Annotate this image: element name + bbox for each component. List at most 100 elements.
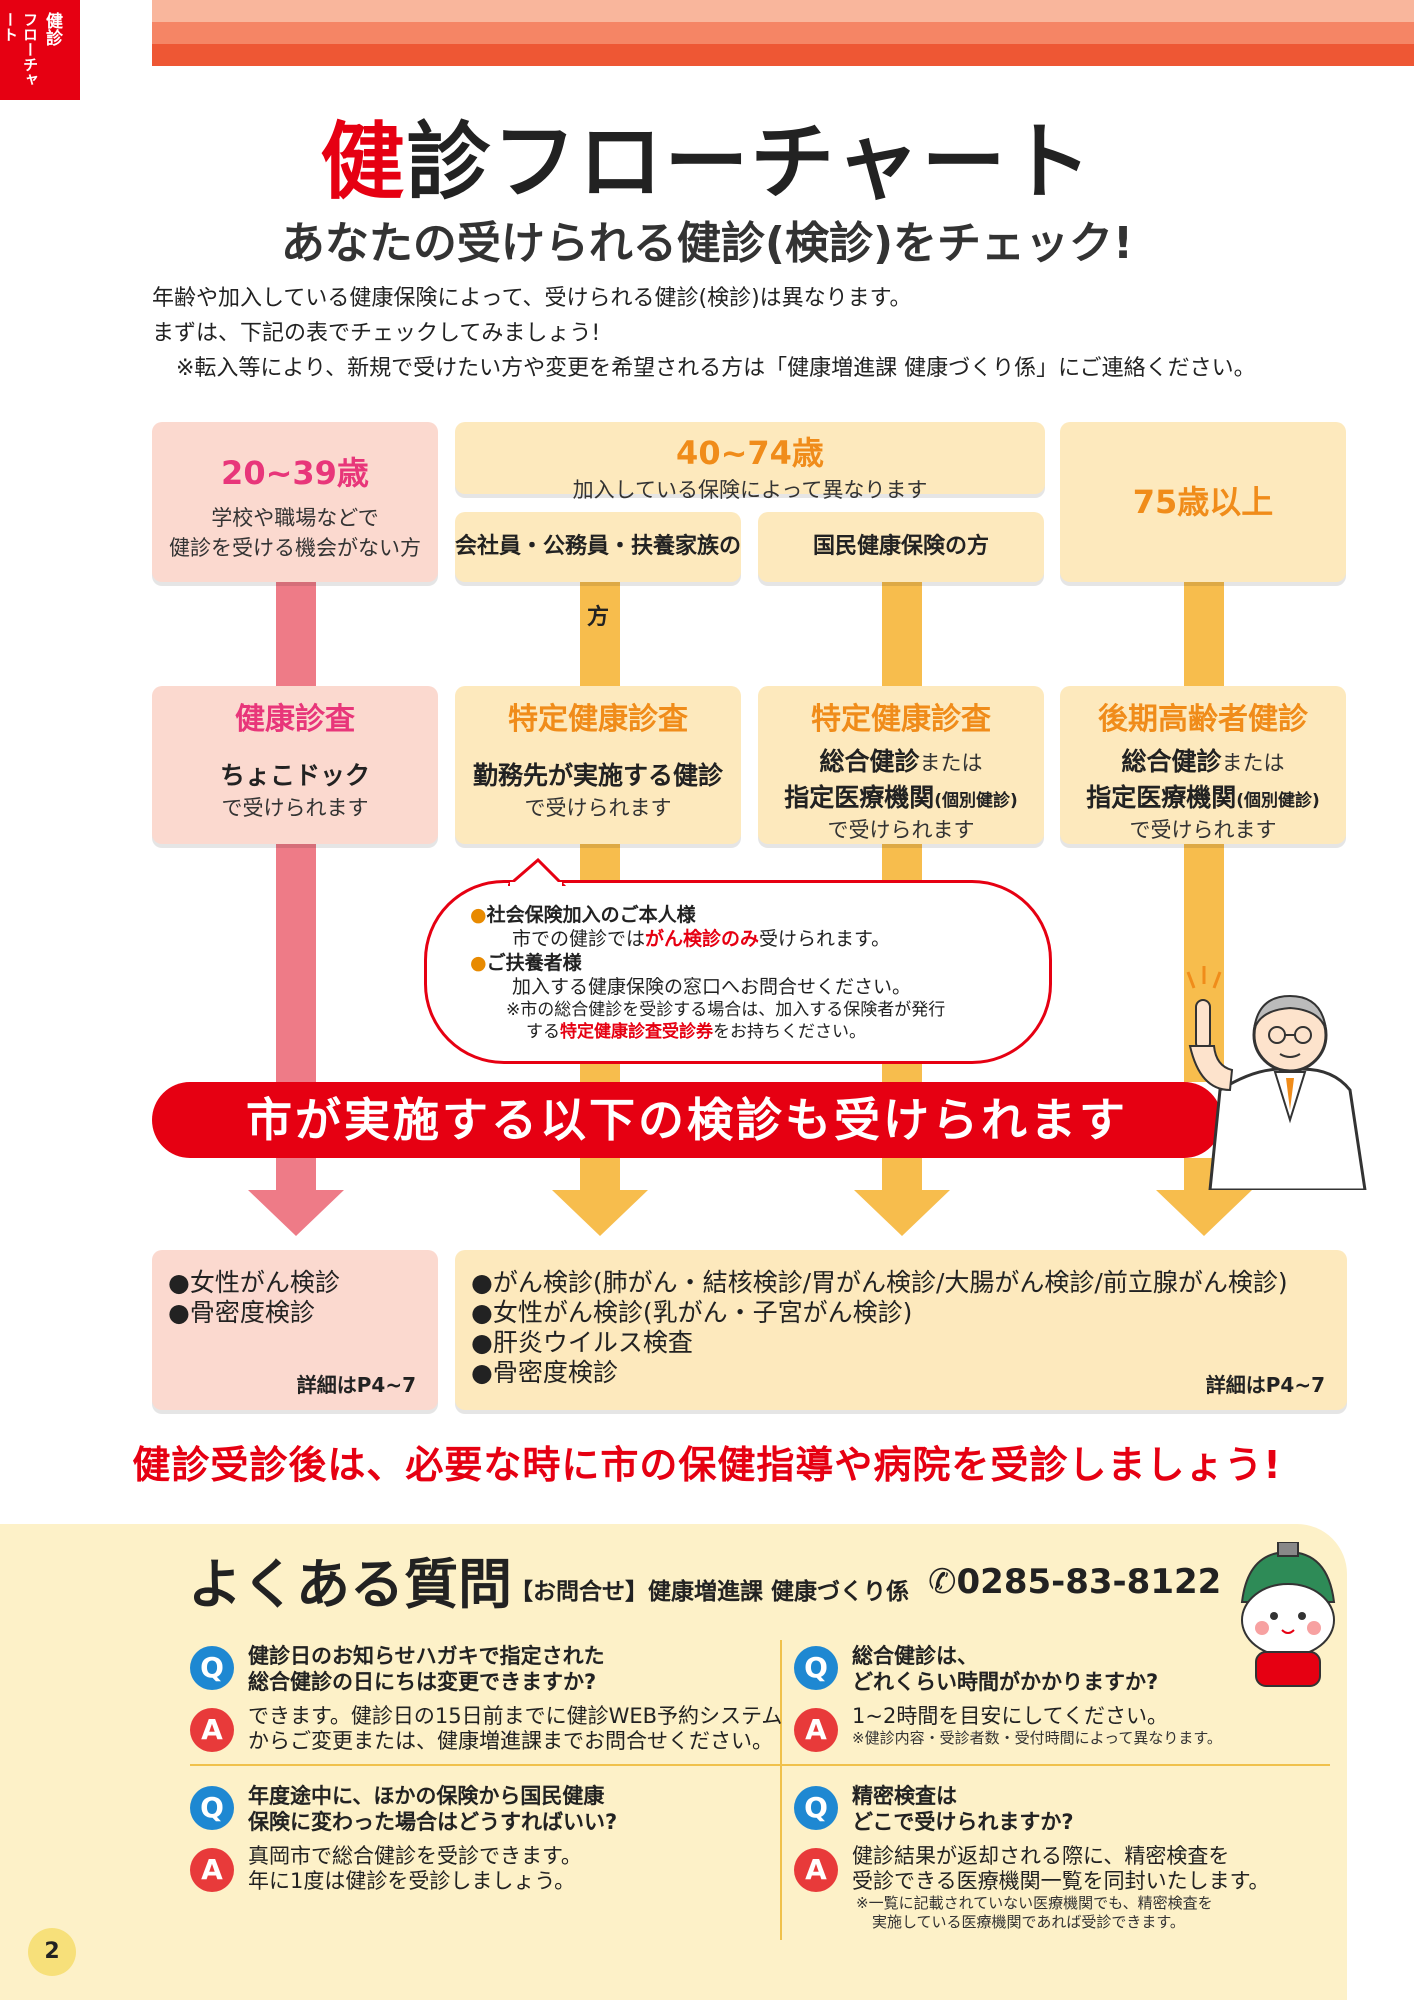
result-2-bold: 勤務先が実施する健診 (472, 761, 723, 790)
faq-divider-vertical (780, 1640, 782, 1940)
faq-3-q-line-1: 年度途中に、ほかの保険から国民健康 (248, 1784, 605, 1808)
faq-2-question: 総合健診は、 どれくらい時間がかかりますか? (852, 1643, 1158, 1695)
speech-bubble (424, 880, 1052, 1064)
intro-line-2: まずは、下記の表でチェックしてみましょう! (152, 321, 601, 346)
age-20-39-label: 20~39歳 (221, 454, 369, 492)
faq-3-q-line-2: 保険に変わった場合はどうすればいい? (248, 1810, 618, 1834)
faq-2-note: ※健診内容・受診者数・受付時間によって異なります。 (852, 1729, 1222, 1747)
faq-2-q-icon: Q (794, 1646, 838, 1690)
arrow-stem-national (882, 1158, 922, 1190)
list-20s-item-2: ●骨密度検診 (168, 1298, 315, 1327)
age-75-label: 75歳以上 (1132, 483, 1274, 521)
faq-1-q-line-1: 健診日のお知らせハガキで指定された (248, 1644, 605, 1668)
faq-2-q-line-2: どれくらい時間がかかりますか? (852, 1670, 1159, 1694)
faq-phone: ✆0285-83-8122 (928, 1562, 1221, 1602)
arrow-head-national (854, 1190, 950, 1236)
faq-1-q-line-2: 総合健診の日にちは変更できますか? (248, 1670, 597, 1694)
age-40-74-label: 40~74歳 (676, 434, 824, 472)
arrow-head-20s (248, 1190, 344, 1236)
result-3-small: で受けられます (827, 818, 975, 842)
result-1-title: 健康診査 (235, 702, 355, 737)
bubble-line-3: ※市の総合健診を受診する場合は、加入する保険者が発行 (506, 1000, 946, 1020)
arrow-head-75 (1156, 1190, 1252, 1236)
bubble-line-4c: をお持ちください。 (713, 1022, 866, 1042)
national-label: 国民健康保険の方 (812, 534, 989, 559)
faq-4-q-line-2: どこで受けられますか? (852, 1810, 1074, 1834)
faq-2-answer: 1~2時間を目安にしてください。 ※健診内容・受診者数・受付時間によって異なりま… (852, 1704, 1222, 1748)
result-health-checkup: 健康診査 ちょこドック で受けられます (152, 686, 438, 844)
box-age-75: 75歳以上 (1060, 422, 1346, 582)
faq-3-a-icon: A (190, 1848, 234, 1892)
employee-label: 会社員・公務員・扶養家族の方 (455, 534, 742, 630)
intro-note: ※転入等により、新規で受けたい方や変更を希望される方は「健康増進課 健康づくり係… (176, 356, 1256, 381)
result-late-elderly: 後期高齢者健診 総合健診または 指定医療機関(個別健診) で受けられます (1060, 686, 1346, 844)
age-20-39-desc-2: 健診を受ける機会がない方 (169, 536, 421, 560)
faq-panel (0, 1524, 1347, 2000)
intro-line-1: 年齢や加入している健康保険によって、受けられる健診(検診)は異なります。 (152, 286, 912, 311)
result-3-bold2: 指定医療機関 (784, 783, 935, 812)
closing-message: 健診受診後は、必要な時に市の保健指導や病院を受診しましょう! (132, 1443, 1282, 1487)
faq-1-answer: できます。健診日の15日前までに健診WEB予約システム からご変更または、健康増… (248, 1704, 782, 1754)
faq-1-question: 健診日のお知らせハガキで指定された 総合健診の日にちは変更できますか? (248, 1643, 605, 1695)
header-stripe-dark (152, 44, 1414, 66)
result-1-bold: ちょこドック (219, 761, 370, 790)
list-40plus-item-3: ●肝炎ウイルス検査 (471, 1328, 693, 1357)
faq-1-a-line-2: からご変更または、健康増進課までお問合せください。 (248, 1729, 773, 1753)
faq-2-q-line-1: 総合健診は、 (852, 1644, 978, 1668)
faq-4-note-2: 実施している医療機関であれば受診できます。 (872, 1913, 1185, 1931)
bubble-line-4b: 特定健康診査受診券 (560, 1022, 713, 1042)
faq-1-q-icon: Q (190, 1646, 234, 1690)
bubble-content: ●社会保険加入のご本人様 市での健診ではがん検診のみ受けられます。 ●ご扶養者様… (470, 904, 946, 1042)
faq-1-a-line-1: できます。健診日の15日前までに健診WEB予約システム (248, 1704, 783, 1728)
list-20s-item-1: ●女性がん検診 (168, 1268, 340, 1297)
list-40plus-item-2: ●女性がん検診(乳がん・子宮がん検診) (471, 1298, 913, 1327)
title-accent: 健 (320, 113, 407, 211)
box-age-20-39: 20~39歳 学校や職場などで 健診を受ける機会がない方 (152, 422, 438, 582)
faq-1-a-icon: A (190, 1708, 234, 1752)
faq-4-a-line-2: 受診できる医療機関一覧を同封いたします。 (852, 1869, 1270, 1893)
section-tab-line2: フローチャート (1, 12, 39, 87)
bubble-line-4a: する (526, 1022, 560, 1042)
arrow-stem-employee (580, 1158, 620, 1190)
bubble-heading-2: ご扶養者様 (486, 952, 582, 974)
faq-title: よくある質問 (188, 1553, 512, 1616)
faq-4-a-line-1: 健診結果が返却される際に、精密検査を (852, 1844, 1230, 1868)
speech-bubble-tail (508, 858, 567, 886)
header-stripe-light (152, 0, 1414, 22)
faq-3-a-line-2: 年に1度は健診を受診しましょう。 (248, 1869, 576, 1893)
faq-contact: 【お問合せ】健康増進課 健康づくり係 (510, 1579, 910, 1605)
faq-2-a-icon: A (794, 1708, 838, 1752)
list-box-20s: ●女性がん検診 ●骨密度検診 詳細はP4~7 (152, 1250, 438, 1410)
page-number: 2 (28, 1928, 76, 1976)
doctor-illustration (1186, 966, 1367, 1190)
faq-4-question: 精密検査は どこで受けられますか? (852, 1783, 1074, 1835)
list-20s-detail: 詳細はP4~7 (296, 1373, 416, 1397)
faq-3-answer: 真岡市で総合健診を受診できます。 年に1度は健診を受診しましょう。 (248, 1844, 582, 1894)
bubble-line-1c: 受けられます。 (759, 928, 891, 950)
bubble-line-2: 加入する健康保険の窓口へお問合せください。 (512, 976, 912, 998)
result-3-paren: (個別健診) (934, 791, 1018, 811)
section-tab-line1: 健診 (42, 12, 62, 46)
arrow-stem-20s (276, 1158, 316, 1190)
result-specific-national: 特定健康診査 総合健診または 指定医療機関(個別健診) で受けられます (758, 686, 1044, 844)
age-20-39-desc-1: 学校や職場などで (211, 506, 379, 530)
box-employee: 会社員・公務員・扶養家族の方 (455, 512, 741, 630)
result-4-small: で受けられます (1129, 818, 1277, 842)
page-subtitle: あなたの受けられる健診(検診)をチェック! (280, 218, 1134, 269)
title-rest: 診フローチャート (406, 113, 1094, 211)
list-40plus-item-1: ●がん検診(肺がん・結核検診/胃がん検診/大腸がん検診/前立腺がん検診) (471, 1268, 1288, 1297)
result-2-title: 特定健康診査 (508, 702, 688, 737)
faq-4-answer: 健診結果が返却される際に、精密検査を 受診できる医療機関一覧を同封いたします。 … (852, 1844, 1269, 1932)
result-4-bold1: 総合健診 (1121, 747, 1222, 776)
faq-4-note-1: ※一覧に記載されていない医療機関でも、精密検査を (856, 1894, 1213, 1912)
faq-3-a-line-1: 真岡市で総合健診を受診できます。 (248, 1844, 582, 1868)
faq-4-q-line-1: 精密検査は (852, 1784, 957, 1808)
age-40-74-desc: 加入している保険によって異なります (572, 478, 928, 502)
arrow-head-employee (552, 1190, 648, 1236)
faq-3-question: 年度途中に、ほかの保険から国民健康 保険に変わった場合はどうすればいい? (248, 1783, 617, 1835)
result-4-bold2: 指定医療機関 (1086, 783, 1237, 812)
bubble-line-1b: がん検診のみ (645, 928, 760, 950)
result-4-mid: または (1221, 751, 1285, 775)
result-3-mid: または (919, 751, 983, 775)
phone-icon: ✆ (928, 1562, 957, 1602)
